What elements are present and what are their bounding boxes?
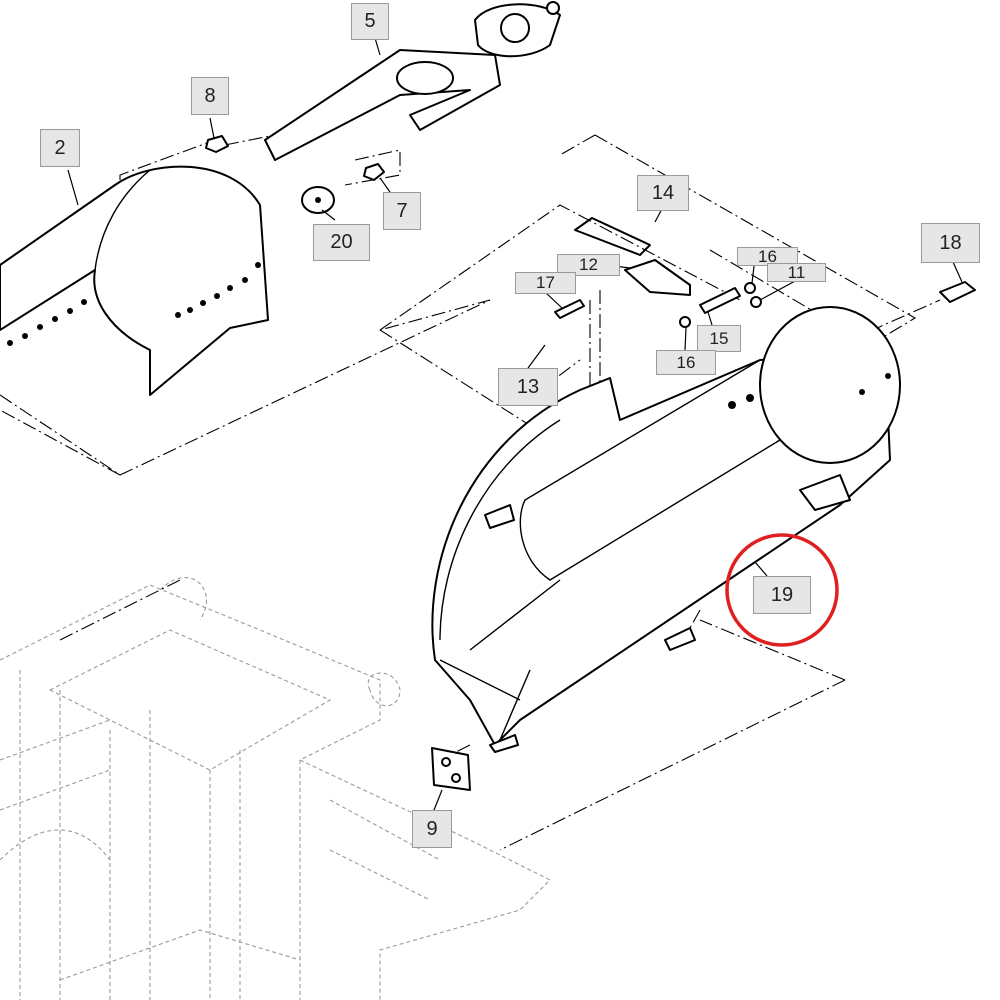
part-18-bolt (939, 281, 976, 303)
callout-5: 5 (351, 3, 389, 40)
callout-11: 11 (767, 263, 826, 282)
part-17-pin (554, 299, 585, 319)
part-15-pin (699, 287, 741, 314)
callout-15: 15 (697, 325, 741, 352)
part-7-bolt (363, 163, 385, 181)
callout-12: 12 (557, 254, 620, 276)
part-8-nut (205, 135, 229, 153)
part-5-bracket (264, 49, 501, 161)
callout-18: 18 (921, 223, 980, 263)
callout-9: 9 (412, 810, 452, 848)
part-2-auger-trough (0, 165, 269, 396)
part-19-housing (431, 306, 901, 753)
highlight-circle (725, 533, 839, 647)
part-20-washer (301, 186, 335, 214)
part-11-nut (750, 296, 762, 308)
part-12-latch (624, 259, 691, 296)
callout-8: 8 (191, 77, 229, 115)
callout-16-bottom: 16 (656, 350, 716, 375)
flange-gasket (474, 1, 561, 58)
callout-2: 2 (40, 129, 80, 167)
part-14-u-bolt (574, 217, 651, 256)
callout-14: 14 (637, 175, 689, 211)
callout-17: 17 (515, 272, 576, 294)
callout-7: 7 (383, 192, 421, 230)
callout-19: 19 (753, 576, 811, 614)
part-16-washer (679, 282, 756, 328)
callout-13: 13 (498, 368, 558, 406)
part-9-plate (431, 747, 471, 791)
callout-20: 20 (313, 224, 370, 261)
